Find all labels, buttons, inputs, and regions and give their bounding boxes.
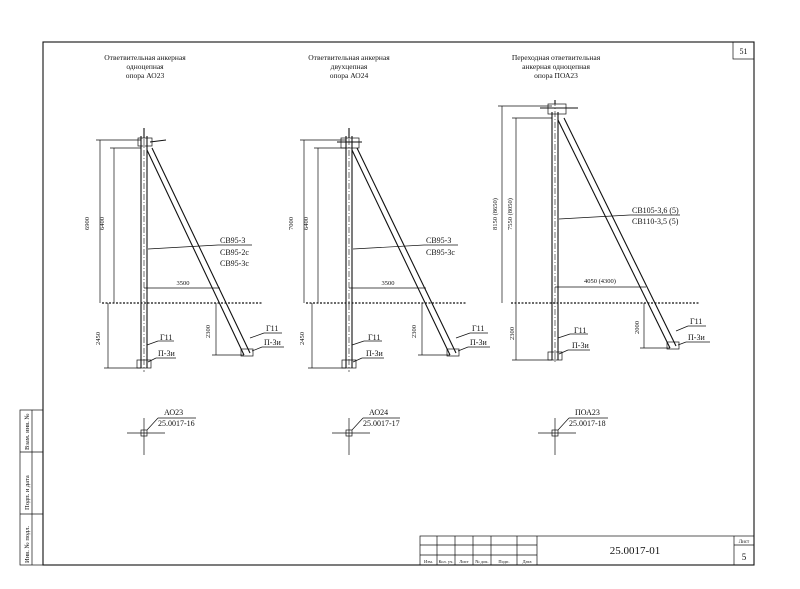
depth-main: 2450 xyxy=(95,332,102,345)
strut-label-p3i: П-3и xyxy=(470,338,487,347)
page-number-box xyxy=(732,41,755,60)
anchor-plate xyxy=(136,359,152,369)
height-total: 7000 xyxy=(288,217,295,230)
crossarm xyxy=(340,137,360,149)
title-block: Изм. Кол. уч. Лист № док. Подп. Дата 25.… xyxy=(419,535,755,566)
sheet-label: Лист xyxy=(739,540,750,545)
post-label-3: СВ95-3с xyxy=(220,259,249,268)
page-number: 51 xyxy=(740,47,748,56)
sheet-frame xyxy=(42,41,755,566)
depth-main: 2450 xyxy=(299,332,306,345)
part-label-p3i: П-3и xyxy=(158,349,175,358)
support-title-line3: опора ПОА23 xyxy=(534,71,578,80)
post-label-2: СВ95-2с xyxy=(220,248,249,257)
height-total: 8150 (8650) xyxy=(492,198,499,230)
span-dim: 3500 xyxy=(382,280,395,287)
plan-code: АО24 xyxy=(369,408,388,417)
tb-header-izm: Изм. xyxy=(424,559,433,564)
anchor-plate xyxy=(341,359,357,369)
support-title-line2: одноцепная xyxy=(126,62,164,71)
strut-label-g11: Г11 xyxy=(472,324,484,333)
depth-strut: 2300 xyxy=(205,325,212,338)
part-label-g11: Г11 xyxy=(574,326,586,335)
crossarm xyxy=(137,137,153,147)
support-title-line1: Ответвительная анкерная xyxy=(308,53,390,62)
doc-code: 25.0017-01 xyxy=(610,545,660,557)
stamp-replace-label: Взам. инв. № xyxy=(24,413,31,450)
strut-label-g11: Г11 xyxy=(690,317,702,326)
strut-label-p3i: П-3и xyxy=(264,338,281,347)
tb-header-koluch: Кол. уч. xyxy=(438,559,453,564)
strut-label-g11: Г11 xyxy=(266,324,278,333)
part-label-g11: Г11 xyxy=(368,333,380,342)
tb-header-date: Дата xyxy=(523,559,532,564)
post-label-1: СВ95-3 xyxy=(426,236,451,245)
tb-header-sign: Подп. xyxy=(498,559,509,564)
stamp-sign-label: Подп. и дата xyxy=(24,475,31,510)
part-label-p3i: П-3и xyxy=(366,349,383,358)
strut-post xyxy=(351,149,451,356)
plan-ref: 25.0017-16 xyxy=(158,419,195,428)
part-label-g11: Г11 xyxy=(160,333,172,342)
plan-ref: 25.0017-18 xyxy=(569,419,606,428)
support-poa23: Переходная ответвительная анкерная одноц… xyxy=(492,53,710,455)
strut-post xyxy=(557,119,671,349)
post-label-1: СВ105-3,6 (5) xyxy=(632,206,679,215)
span-dim: 4050 (4300) xyxy=(584,278,616,285)
depth-strut: 2300 xyxy=(411,325,418,338)
plan-ref: 25.0017-17 xyxy=(363,419,400,428)
span-dim: 3500 xyxy=(177,280,190,287)
side-stamp: Инв. № подл. Подп. и дата Взам. инв. № xyxy=(19,409,44,566)
post-label-2: СВ95-3с xyxy=(426,248,455,257)
depth-strut: 2000 xyxy=(634,321,641,334)
height-attach: 7550 (8050) xyxy=(507,198,514,230)
part-label-p3i: П-3и xyxy=(572,341,589,350)
strut-label-p3i: П-3и xyxy=(688,333,705,342)
height-total: 6900 xyxy=(84,217,91,230)
support-title-line2: анкерная одноцепная xyxy=(522,62,590,71)
strut-post xyxy=(146,149,245,356)
post-label-2: СВ110-3,5 (5) xyxy=(632,217,679,226)
post-label-1: СВ95-3 xyxy=(220,236,245,245)
support-ao24: Ответвительная анкерная двухцепная опора… xyxy=(288,53,490,455)
support-ao23: Ответвительная анкерная одноцепная опора… xyxy=(84,53,284,455)
tb-header-list: Лист xyxy=(459,559,468,564)
height-attach: 6400 xyxy=(99,217,106,230)
plan-code: АО23 xyxy=(164,408,183,417)
support-title-line1: Ответвительная анкерная xyxy=(104,53,186,62)
stamp-inv-label: Инв. № подл. xyxy=(24,526,31,563)
plan-code: ПОА23 xyxy=(575,408,600,417)
tb-header-doc: № док. xyxy=(475,559,488,564)
support-title-line3: опора АО23 xyxy=(126,71,165,80)
support-title-line1: Переходная ответвительная xyxy=(512,53,601,62)
support-title-line2: двухцепная xyxy=(331,62,368,71)
sheet-number: 5 xyxy=(742,552,747,562)
height-attach: 6400 xyxy=(303,217,310,230)
anchor-plate xyxy=(547,351,563,361)
crossarm xyxy=(547,103,567,115)
depth-main: 2300 xyxy=(509,327,516,340)
support-title-line3: опора АО24 xyxy=(330,71,369,80)
